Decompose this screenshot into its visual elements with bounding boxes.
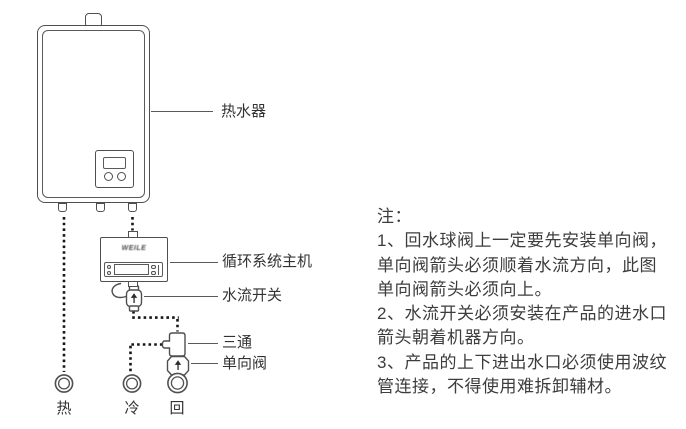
check-valve bbox=[166, 355, 190, 376]
label-water-heater: 热水器 bbox=[221, 103, 267, 120]
pointer-line-tee bbox=[188, 342, 218, 344]
pointer-line-host bbox=[170, 261, 218, 263]
note-line: 管连接，不得使用难拆卸辅材。 bbox=[377, 377, 622, 397]
note-line: 3、产品的上下进出水口必须使用波纹 bbox=[377, 352, 667, 372]
label-check-valve: 单向阀 bbox=[222, 355, 268, 372]
pointer-line-heater bbox=[151, 111, 213, 113]
host-strip-divider bbox=[158, 264, 159, 275]
tee-fitting bbox=[161, 332, 186, 357]
host-button-bottom-left bbox=[106, 270, 111, 275]
note-heading: 注： bbox=[377, 207, 412, 226]
check-valve-arrow-up-icon bbox=[174, 360, 182, 370]
label-recirc-port: 回 bbox=[169, 400, 185, 417]
host-button-top-left bbox=[106, 264, 111, 269]
heater-control-panel bbox=[95, 150, 134, 188]
heater-foot-middle bbox=[95, 202, 105, 212]
water-flow-switch bbox=[111, 282, 143, 312]
flow-switch-arrow-up-icon bbox=[130, 293, 138, 303]
note-line: 2、水流开关必须安装在产品的进水口 bbox=[377, 304, 667, 324]
host-lcd-display bbox=[113, 264, 149, 275]
heater-foot-left bbox=[58, 202, 67, 212]
label-cold-port: 冷 bbox=[124, 400, 140, 417]
flow-switch-elbow bbox=[111, 282, 127, 299]
pointer-line-check-valve bbox=[191, 363, 218, 365]
flow-switch-bottom-stub bbox=[128, 305, 140, 312]
host-button-top-right bbox=[151, 264, 156, 269]
label-flow-switch: 水流开关 bbox=[222, 287, 283, 304]
note-line: 单向阀箭头必须向上。 bbox=[377, 279, 552, 299]
note-line: 1、回水球阀上一定要先安装单向阀， bbox=[377, 231, 667, 251]
note-line: 箭头朝着机器方向。 bbox=[377, 328, 535, 348]
heater-display bbox=[103, 157, 126, 169]
label-circulation-host: 循环系统主机 bbox=[222, 253, 313, 270]
heater-button-left bbox=[103, 171, 113, 181]
label-hot-port: 热 bbox=[56, 400, 72, 417]
host-button-bottom-right bbox=[151, 270, 156, 275]
heater-foot-right bbox=[128, 202, 137, 212]
notes-block: 注： 1、回水球阀上一定要先安装单向阀， 单向阀箭头必须顺着水流方向，此图 单向… bbox=[377, 205, 677, 399]
hot-port-circle-inner bbox=[57, 377, 71, 390]
cold-port-circle-inner bbox=[125, 377, 139, 390]
label-tee: 三通 bbox=[222, 334, 253, 351]
pointer-line-flow-switch bbox=[144, 295, 218, 297]
recirc-port-circle-inner bbox=[170, 376, 185, 390]
brand-logo: WEILE bbox=[121, 245, 147, 252]
host-bottom-stub bbox=[128, 281, 138, 287]
note-line: 单向阀箭头必须顺着水流方向，此图 bbox=[377, 255, 657, 275]
heater-button-right bbox=[116, 171, 126, 181]
